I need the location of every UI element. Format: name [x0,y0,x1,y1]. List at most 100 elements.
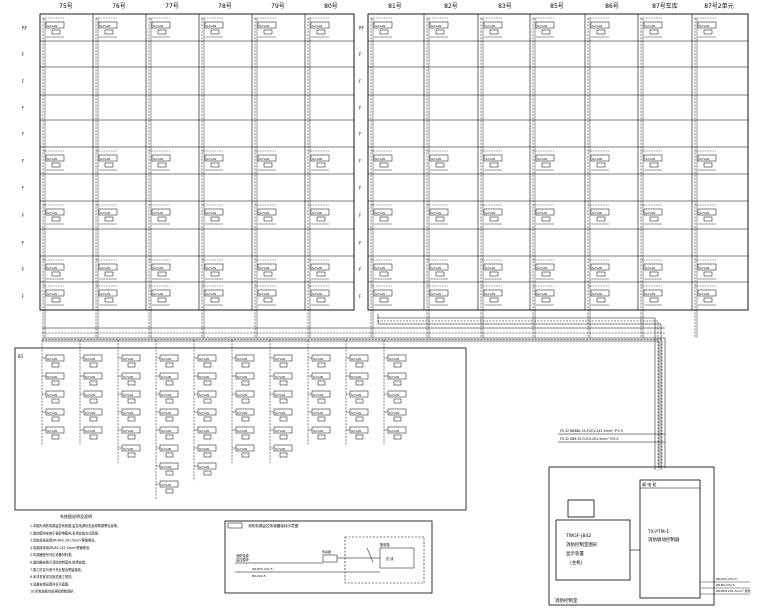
sensor-box [89,362,98,368]
grid-frame [39,13,355,311]
sensor-box [435,162,445,168]
device-tag: SI-FLAN [375,157,385,161]
device-tag: SI-FLAN [123,375,133,379]
monitoring-module [98,154,118,162]
column-label-right: 87号车库 [652,2,678,10]
monitoring-module [590,263,610,271]
device-tag: SI-FLAN [199,465,209,469]
device-tag: SI-FLAN [237,447,247,451]
fire-room-frame [548,466,715,606]
host-cabinet [555,519,631,581]
device-tag: SI-FLAN [47,24,57,28]
device-tag: SI-FLAN [351,429,361,433]
monitoring-module [257,208,277,216]
device-tag: SI-FLAN [275,375,285,379]
sensor-box [379,297,389,303]
device-tag: SI-FLAN [485,292,495,296]
column-label-right: 83号 [498,3,512,10]
column-label-left: 75号 [59,3,73,10]
device-tag: SI-FLAN [153,24,163,28]
sensor-box [279,398,288,404]
sensor-box [203,470,212,476]
device-tag: SI-FLAN [206,292,216,296]
line-a-label: ZR-RVS 2X1.5 [252,567,273,571]
monitoring-module [483,263,503,271]
sensor-box [203,416,212,422]
monitor-screen [567,499,595,518]
basement-block: B1SI-FLANSI-FLANSI-FLANSI-FLANSI-FLANSI-… [14,340,467,511]
sensor-box [263,216,273,222]
device-tag: SI-FLAN [537,292,547,296]
sensor-box [241,452,250,458]
device-tag: SI-FLAN [199,429,209,433]
legend-line: 4.电源线采用ZR-BV-2X2.5mm²穿管敷设。 [30,545,92,550]
sensor-box [489,271,499,277]
monitoring-module [204,263,224,271]
bus-line-main [42,339,663,468]
sensor-box [596,297,606,303]
device-tag: SI-FLAN [100,211,110,215]
column-label-left: 76号 [112,3,126,10]
floor-label: RF [359,26,365,31]
device-tag: SI-FLAN [100,292,110,296]
device-tag: SI-FLAN [275,447,285,451]
monitoring-module [535,208,555,216]
sensor-box [317,416,326,422]
sensor-box [210,29,220,35]
sensor-box [279,380,288,386]
source-label: 消防电源 [236,553,250,558]
sensor-box [596,29,606,35]
monitoring-module [590,154,610,162]
device-tag: SI-FLAN [537,157,547,161]
sensor-box [203,452,212,458]
sensor-box [263,162,273,168]
sensor-box [435,297,445,303]
monitoring-module [643,289,663,297]
notes-legend: 系统图说明及说明1.本图为消防电源监控系统图,监控电源状态及故障报警信息等。2.… [30,513,120,594]
building-grid-left: SI-FLAN SI-FLAN SI-FLAN SI-FLAN SI-FLAN SI-FL… [39,13,355,338]
monitoring-module [204,208,224,216]
monitoring-module [45,263,65,271]
sensor-box [51,434,60,440]
monitoring-module [535,21,555,29]
monitoring-module [257,21,277,29]
box-label: 配电箱 [380,542,390,547]
device-tag: SI-FLAN [161,447,171,451]
device-tag: SI-FLAN [351,411,361,415]
bus-line-right [377,317,659,470]
sensor-box [596,216,606,222]
monitoring-module [310,154,330,162]
device-tag: SI-FLAN [375,292,385,296]
sensor-box [210,162,220,168]
host-name-2: 显示装置 [566,550,584,557]
controller-model: TX-PTM-1 [647,529,669,535]
host-name-1: 消防控制室图形 [566,541,598,548]
monitoring-module [310,289,330,297]
sensor-box [355,380,364,386]
device-tag: SI-FLAN [537,266,547,270]
device-tag: SI-FLAN [389,393,399,397]
legend-line: 2.监控模块安装于各配电箱内,采用总线方式连接。 [30,530,101,535]
sensor-box [203,398,212,404]
floor-label: F [359,241,362,246]
sensor-box [489,29,499,35]
sensor-box [210,216,220,222]
monitoring-module [373,263,393,271]
device-tag: SI-FLAN [313,393,323,397]
sensor-box [316,297,326,303]
monitoring-module [697,154,717,162]
sensor-box [393,434,402,440]
device-tag: SI-FLAN [47,266,57,270]
bus-line-main [42,340,660,468]
sensor-box [89,398,98,404]
sensor-box [203,380,212,386]
column-label-right: 86号 [605,3,619,10]
detail-title: 消防电源监控传感器接线示意图 [248,523,299,528]
device-tag: SI-FLAN [47,411,57,415]
monitoring-module [697,208,717,216]
sensor-box [317,398,326,404]
column-label-left: 80号 [324,3,338,10]
sensor-box [127,452,136,458]
sensor-box [104,216,114,222]
bus-label: 总 线 [386,556,394,561]
